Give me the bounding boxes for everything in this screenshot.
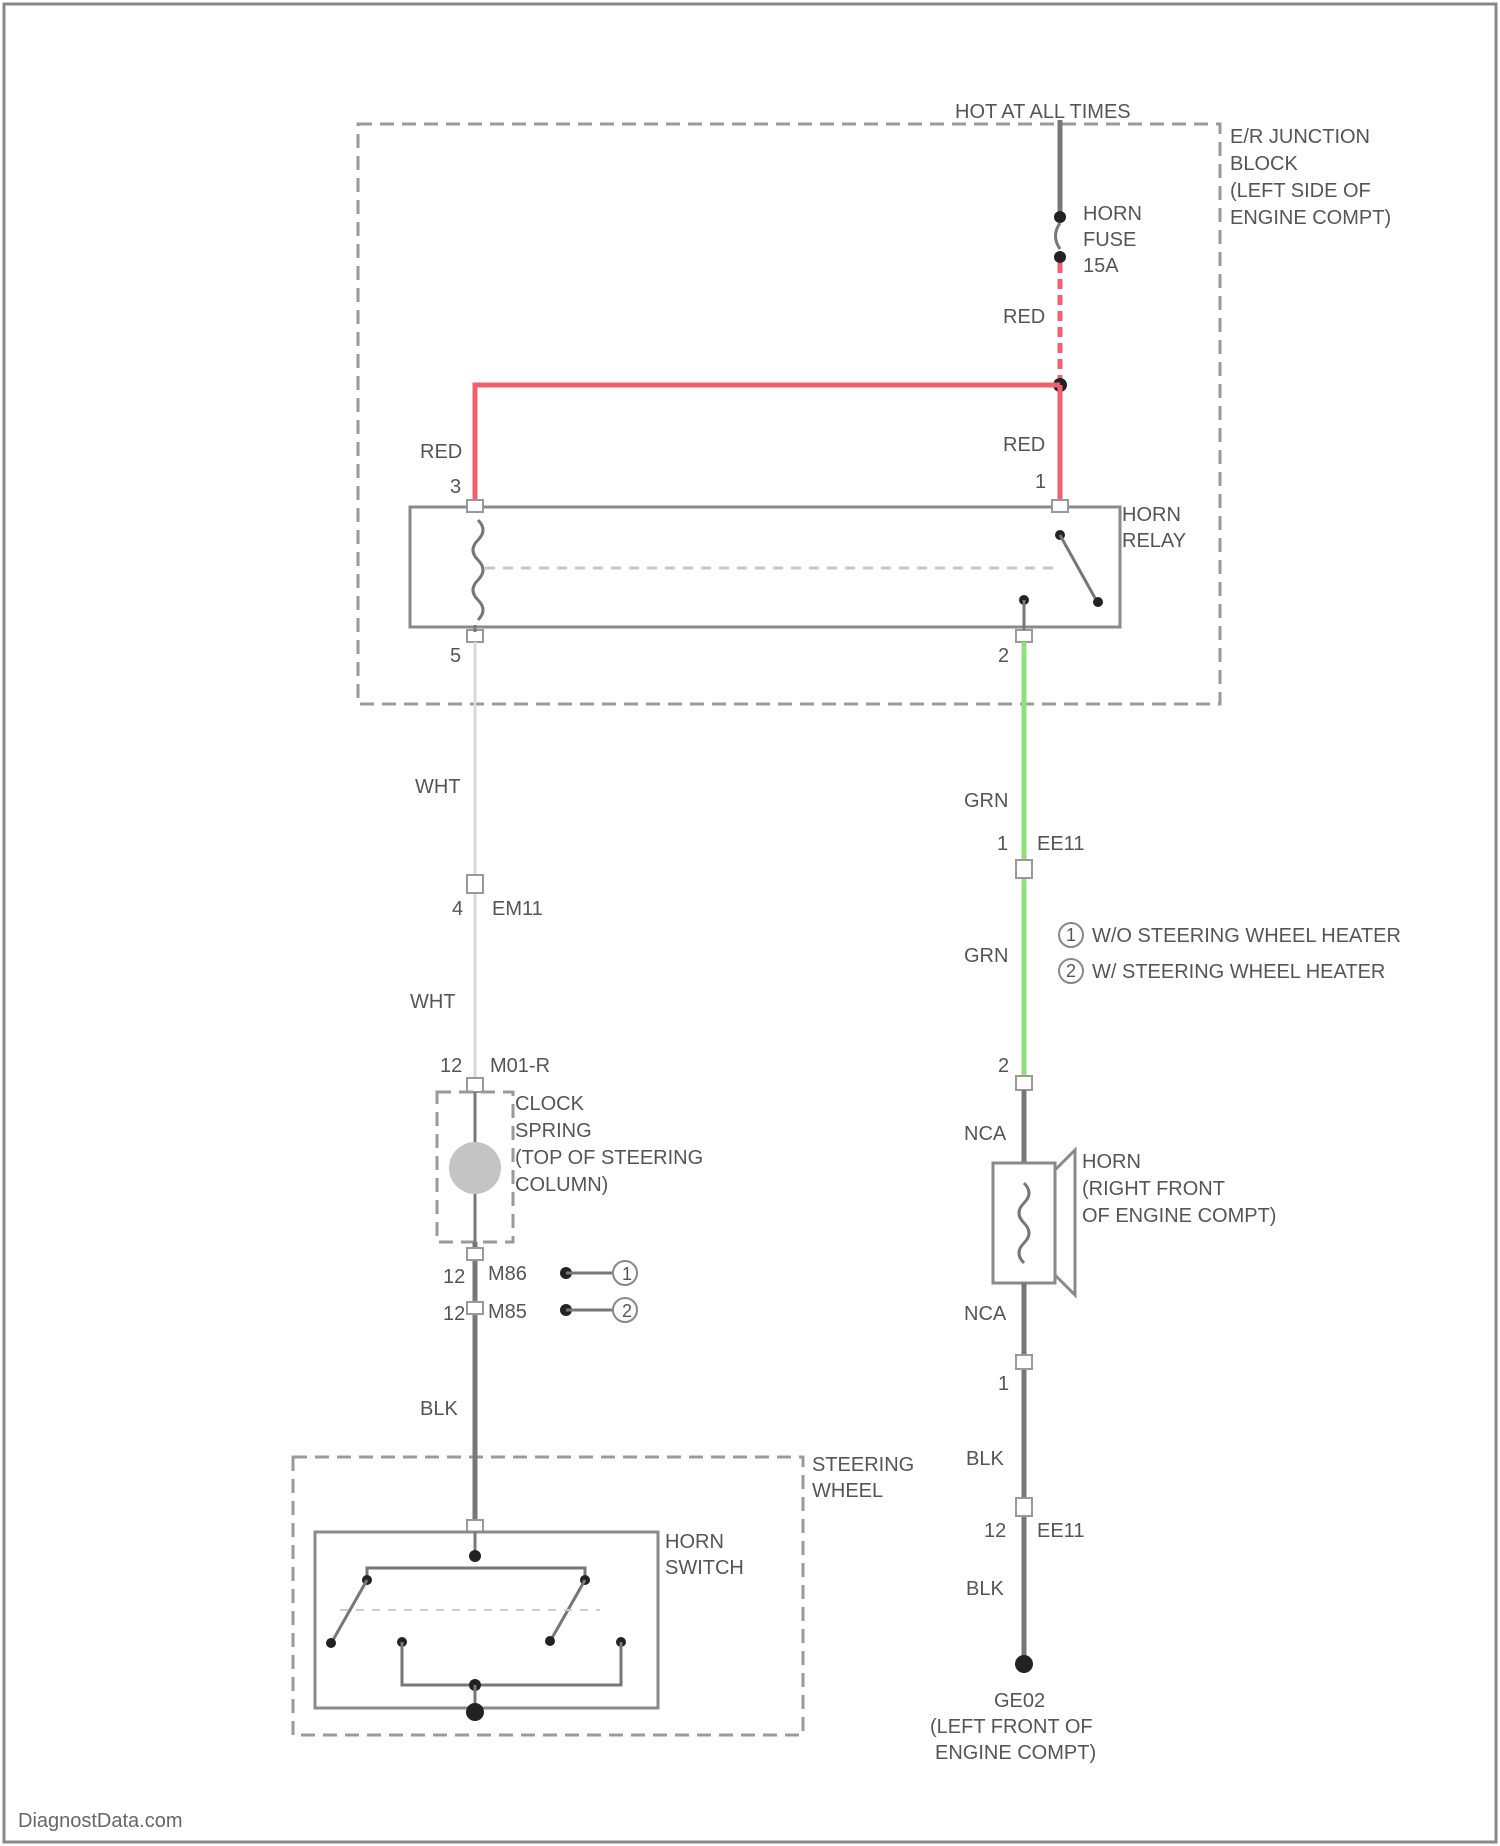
relay-pin-3-label: 3 bbox=[450, 476, 461, 498]
ground-ge02-label: GE02 (LEFT FRONT OF ENGINE COMPT) bbox=[930, 1690, 1098, 1764]
connector-m01-r-label: M01-R bbox=[490, 1055, 550, 1077]
horn-coil-icon bbox=[1019, 1183, 1029, 1263]
fuse-icon bbox=[1056, 223, 1061, 249]
horn-pin-2-connector bbox=[1016, 1076, 1032, 1090]
relay-pin-1-label: 1 bbox=[1035, 471, 1046, 493]
option-circle-2-label: 2 bbox=[622, 1301, 632, 1321]
clock-spring-icon bbox=[449, 1142, 501, 1194]
wire-color-wht-2: WHT bbox=[410, 991, 456, 1013]
ground-ge02-icon bbox=[1015, 1655, 1033, 1673]
relay-pin-1-connector bbox=[1052, 500, 1068, 512]
relay-pin-3-connector bbox=[467, 500, 483, 512]
horn-pin-1-connector bbox=[1016, 1355, 1032, 1369]
wire-color-red-left: RED bbox=[420, 441, 462, 463]
steering-wheel-label: STEERING WHEEL bbox=[812, 1454, 920, 1502]
relay-pin-5-label: 5 bbox=[450, 645, 461, 667]
connector-m01-r bbox=[467, 1078, 483, 1092]
wire-color-blk-right-1: BLK bbox=[966, 1448, 1004, 1470]
fuse-terminal-bottom bbox=[1054, 251, 1066, 263]
fuse-terminal-top bbox=[1054, 211, 1066, 223]
wire-color-nca-2: NCA bbox=[964, 1303, 1007, 1325]
connector-ee11-upper-pin-label: 1 bbox=[997, 833, 1008, 855]
wire-color-wht-1: WHT bbox=[415, 776, 461, 798]
clock-spring-top-pin-label: 12 bbox=[440, 1055, 462, 1077]
connector-m86-label: M86 bbox=[488, 1263, 527, 1285]
legend-marker-2-label: 2 bbox=[1066, 961, 1076, 981]
horn-switch-label: HORN SWITCH bbox=[665, 1531, 744, 1579]
junction-block-label: E/R JUNCTION BLOCK (LEFT SIDE OF ENGINE … bbox=[1230, 126, 1391, 229]
connector-m86 bbox=[467, 1248, 483, 1260]
footer-watermark: DiagnostData.com bbox=[18, 1810, 183, 1832]
connector-ee11-lower-label: EE11 bbox=[1037, 1520, 1084, 1542]
wire-color-red-right: RED bbox=[1003, 434, 1045, 456]
legend-1-label: W/O STEERING WHEEL HEATER bbox=[1092, 925, 1401, 947]
wire-color-grn-1: GRN bbox=[964, 790, 1008, 812]
horn-relay-label: HORN RELAY bbox=[1122, 504, 1186, 552]
option-circle-1-label: 1 bbox=[622, 1264, 632, 1284]
hot-at-all-times-label: HOT AT ALL TIMES bbox=[955, 101, 1131, 123]
horn-switch-a-end bbox=[326, 1638, 336, 1648]
connector-ee11-lower bbox=[1016, 1498, 1032, 1516]
relay-switch-arm bbox=[1060, 535, 1095, 598]
horn-switch-connector bbox=[467, 1520, 483, 1532]
horn-switch-top-bus bbox=[367, 1568, 585, 1580]
connector-ee11-lower-pin-label: 12 bbox=[984, 1520, 1006, 1542]
connector-em11-label: EM11 bbox=[492, 898, 543, 920]
horn-switch-body bbox=[315, 1532, 658, 1708]
relay-coil-feed-wire bbox=[475, 385, 1060, 505]
relay-coil-icon bbox=[473, 520, 483, 620]
connector-m85-pin-label: 12 bbox=[443, 1303, 465, 1325]
connector-m86-pin-label: 12 bbox=[443, 1266, 465, 1288]
wire-color-nca-1: NCA bbox=[964, 1123, 1007, 1145]
legend-marker-1-label: 1 bbox=[1066, 925, 1076, 945]
relay-switch-contact bbox=[1093, 597, 1103, 607]
connector-em11 bbox=[467, 875, 483, 893]
horn-switch-ground-point bbox=[466, 1703, 484, 1721]
horn-switch-b-end bbox=[545, 1636, 555, 1646]
connector-ee11-upper bbox=[1016, 860, 1032, 878]
horn-pin-1-label: 1 bbox=[998, 1373, 1009, 1395]
horn-bell-icon bbox=[1055, 1150, 1075, 1295]
horn-switch-common bbox=[469, 1550, 481, 1562]
legend-2-label: W/ STEERING WHEEL HEATER bbox=[1092, 961, 1385, 983]
connector-ee11-upper-label: EE11 bbox=[1037, 833, 1084, 855]
connector-em11-pin-label: 4 bbox=[452, 898, 463, 920]
wire-color-red-top: RED bbox=[1003, 306, 1045, 328]
wire-color-blk-right-2: BLK bbox=[966, 1578, 1004, 1600]
page-frame bbox=[4, 4, 1496, 1842]
relay-pin-2-label: 2 bbox=[998, 645, 1009, 667]
connector-m85-label: M85 bbox=[488, 1301, 527, 1323]
horn-pin-2-label: 2 bbox=[998, 1055, 1009, 1077]
horn-fuse-label: HORN FUSE 15A bbox=[1083, 203, 1147, 277]
clock-spring-label: CLOCK SPRING (TOP OF STEERING COLUMN) bbox=[515, 1093, 709, 1196]
wire-color-grn-2: GRN bbox=[964, 945, 1008, 967]
horn-label: HORN (RIGHT FRONT OF ENGINE COMPT) bbox=[1082, 1151, 1276, 1227]
horn-switch-bottom-bus bbox=[402, 1642, 621, 1685]
connector-m85 bbox=[467, 1302, 483, 1314]
steering-wheel-outline bbox=[293, 1457, 803, 1735]
relay-pin-2-connector bbox=[1016, 630, 1032, 642]
wire-color-blk-left: BLK bbox=[420, 1398, 458, 1420]
